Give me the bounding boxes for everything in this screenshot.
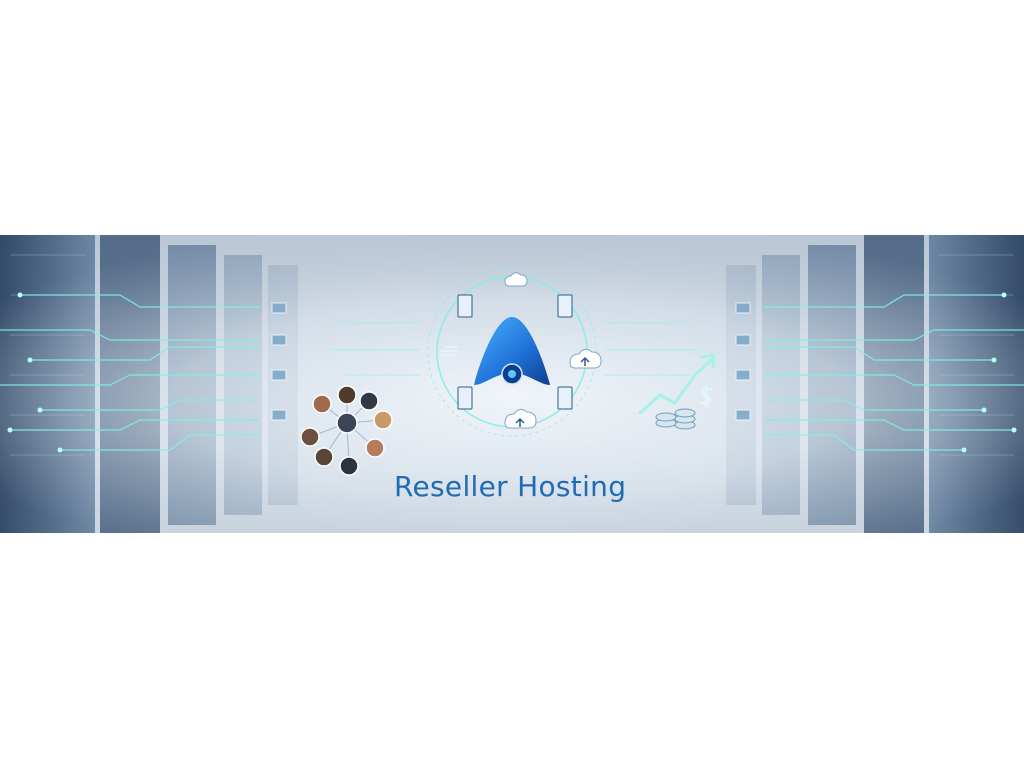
growth-chart-icon	[638, 353, 716, 415]
network-lines-left-icon	[0, 294, 260, 451]
network-lines-icon	[440, 346, 458, 356]
dollar-coins-icon	[655, 385, 713, 430]
server-rack-icon	[457, 294, 573, 410]
banner-artwork	[0, 235, 1024, 533]
banner-title: Reseller Hosting	[394, 470, 627, 503]
network-lines-right-icon	[764, 294, 1024, 451]
hero-banner	[0, 235, 1024, 533]
people-network-icon	[300, 385, 393, 476]
server-rack-icon	[271, 302, 287, 421]
brand-logo-icon	[474, 317, 550, 385]
